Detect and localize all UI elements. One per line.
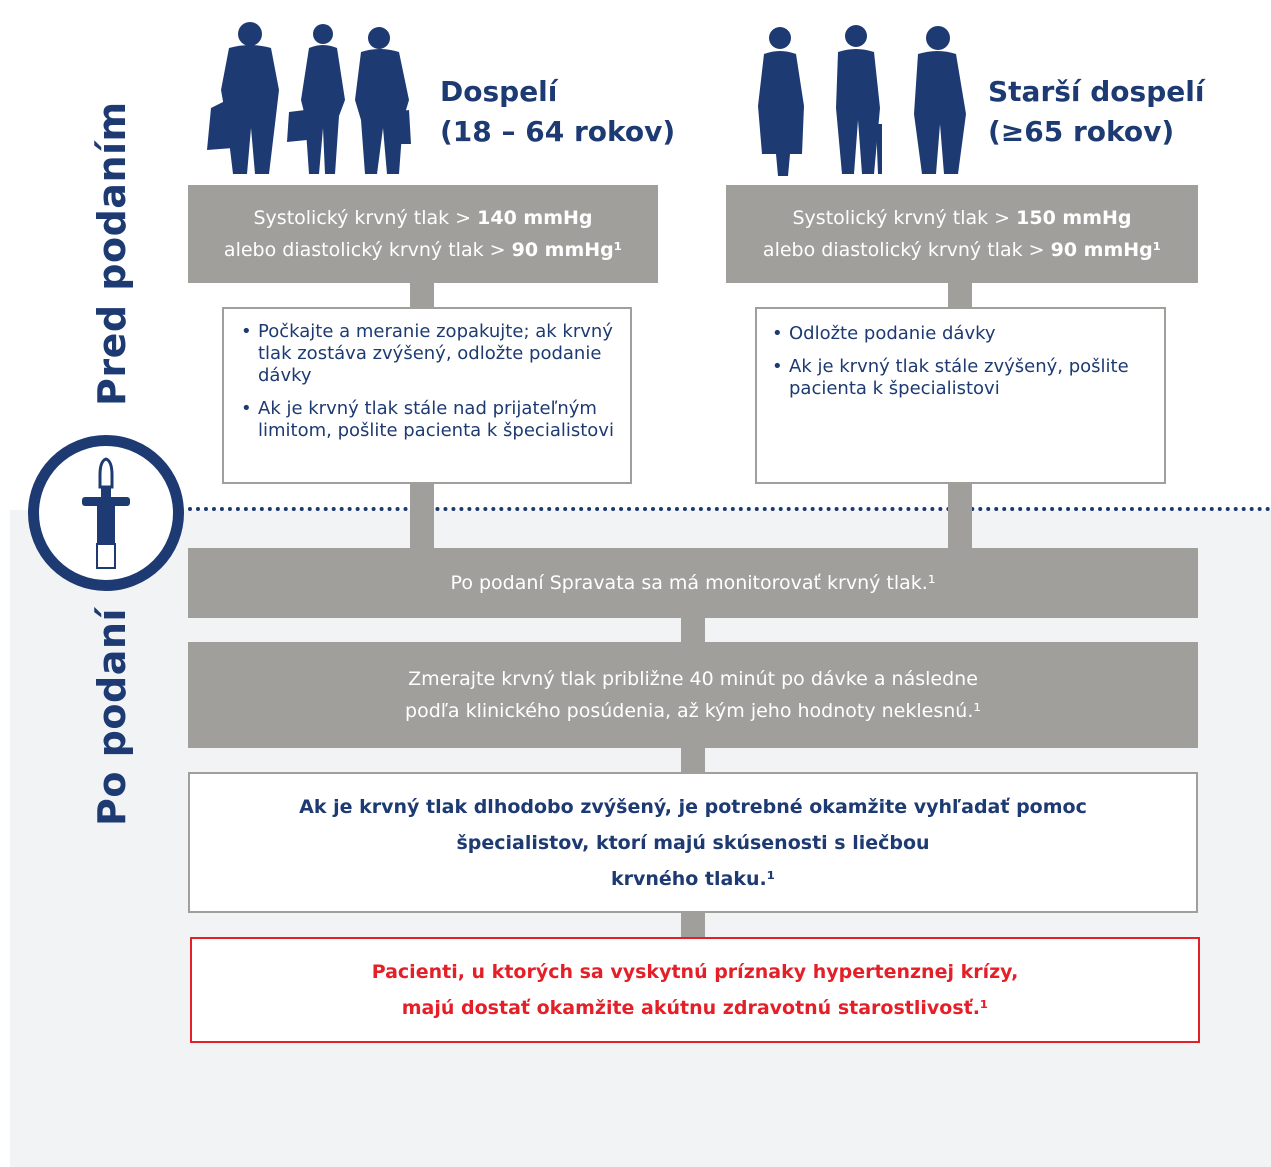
adults-threshold-box: Systolický krvný tlak > 140 mmHg alebo d… <box>188 185 658 283</box>
seniors-title: Starší dospelí (≥65 rokov) <box>988 72 1204 152</box>
monitor-text: Po podaní Spravata sa má monitorovať krv… <box>450 572 936 594</box>
adults-title: Dospelí (18 – 64 rokov) <box>440 72 675 152</box>
after-label: Po podaní <box>90 608 134 826</box>
specialist-box: Ak je krvný tlak dlhodobo zvýšený, je po… <box>188 772 1198 913</box>
adults-actions-box: Počkajte a meranie zopakujte; ak krvný t… <box>222 307 632 484</box>
seniors-threshold-box: Systolický krvný tlak > 150 mmHg alebo d… <box>726 185 1198 283</box>
before-label: Pred podaním <box>90 101 134 406</box>
connector <box>948 484 972 548</box>
specialist-line2: špecialistov, ktorí majú skúsenosti s li… <box>456 831 930 854</box>
measure-box: Zmerajte krvný tlak približne 40 minút p… <box>188 642 1198 748</box>
seniors-action-item: Odložte podanie dávky <box>769 323 1152 345</box>
adults-threshold-line2: alebo diastolický krvný tlak > 90 mmHg¹ <box>223 239 623 261</box>
section-divider <box>188 507 1271 511</box>
seniors-title-line2: (≥65 rokov) <box>988 115 1175 148</box>
seniors-silhouette-icon <box>758 25 966 176</box>
connector <box>681 748 705 772</box>
specialist-line1: Ak je krvný tlak dlhodobo zvýšený, je po… <box>299 795 1087 818</box>
crisis-line1: Pacienti, u ktorých sa vyskytnú príznaky… <box>371 961 1019 983</box>
connector <box>948 283 972 309</box>
adults-silhouette-icon <box>207 22 411 174</box>
specialist-line3: krvného tlaku.¹ <box>610 867 776 890</box>
connector <box>410 484 434 548</box>
seniors-actions-box: Odložte podanie dávky Ak je krvný tlak s… <box>755 307 1166 484</box>
seniors-threshold-line1: Systolický krvný tlak > 150 mmHg <box>792 207 1132 229</box>
seniors-actions-list: Odložte podanie dávky Ak je krvný tlak s… <box>769 323 1152 400</box>
nasal-spray-device-icon <box>82 457 130 569</box>
seniors-threshold-line2: alebo diastolický krvný tlak > 90 mmHg¹ <box>762 239 1162 261</box>
measure-line2: podľa klinického posúdenia, až kým jeho … <box>405 700 981 722</box>
connector <box>681 913 705 937</box>
adults-action-item: Počkajte a meranie zopakujte; ak krvný t… <box>238 321 618 387</box>
connector <box>681 618 705 642</box>
adults-title-line2: (18 – 64 rokov) <box>440 115 676 148</box>
adults-title-line1: Dospelí <box>440 75 558 108</box>
connector <box>410 283 434 309</box>
adults-action-item: Ak je krvný tlak stále nad prijateľným l… <box>238 398 618 442</box>
adults-threshold-line1: Systolický krvný tlak > 140 mmHg <box>253 207 593 229</box>
seniors-action-item: Ak je krvný tlak stále zvýšený, pošlite … <box>769 356 1152 400</box>
crisis-line2: majú dostať okamžite akútnu zdravotnú st… <box>401 997 989 1019</box>
measure-line1: Zmerajte krvný tlak približne 40 minút p… <box>408 668 978 690</box>
monitor-box: Po podaní Spravata sa má monitorovať krv… <box>188 548 1198 618</box>
adults-actions-list: Počkajte a meranie zopakujte; ak krvný t… <box>238 321 618 442</box>
seniors-title-line1: Starší dospelí <box>988 75 1205 108</box>
crisis-box: Pacienti, u ktorých sa vyskytnú príznaky… <box>190 937 1200 1043</box>
